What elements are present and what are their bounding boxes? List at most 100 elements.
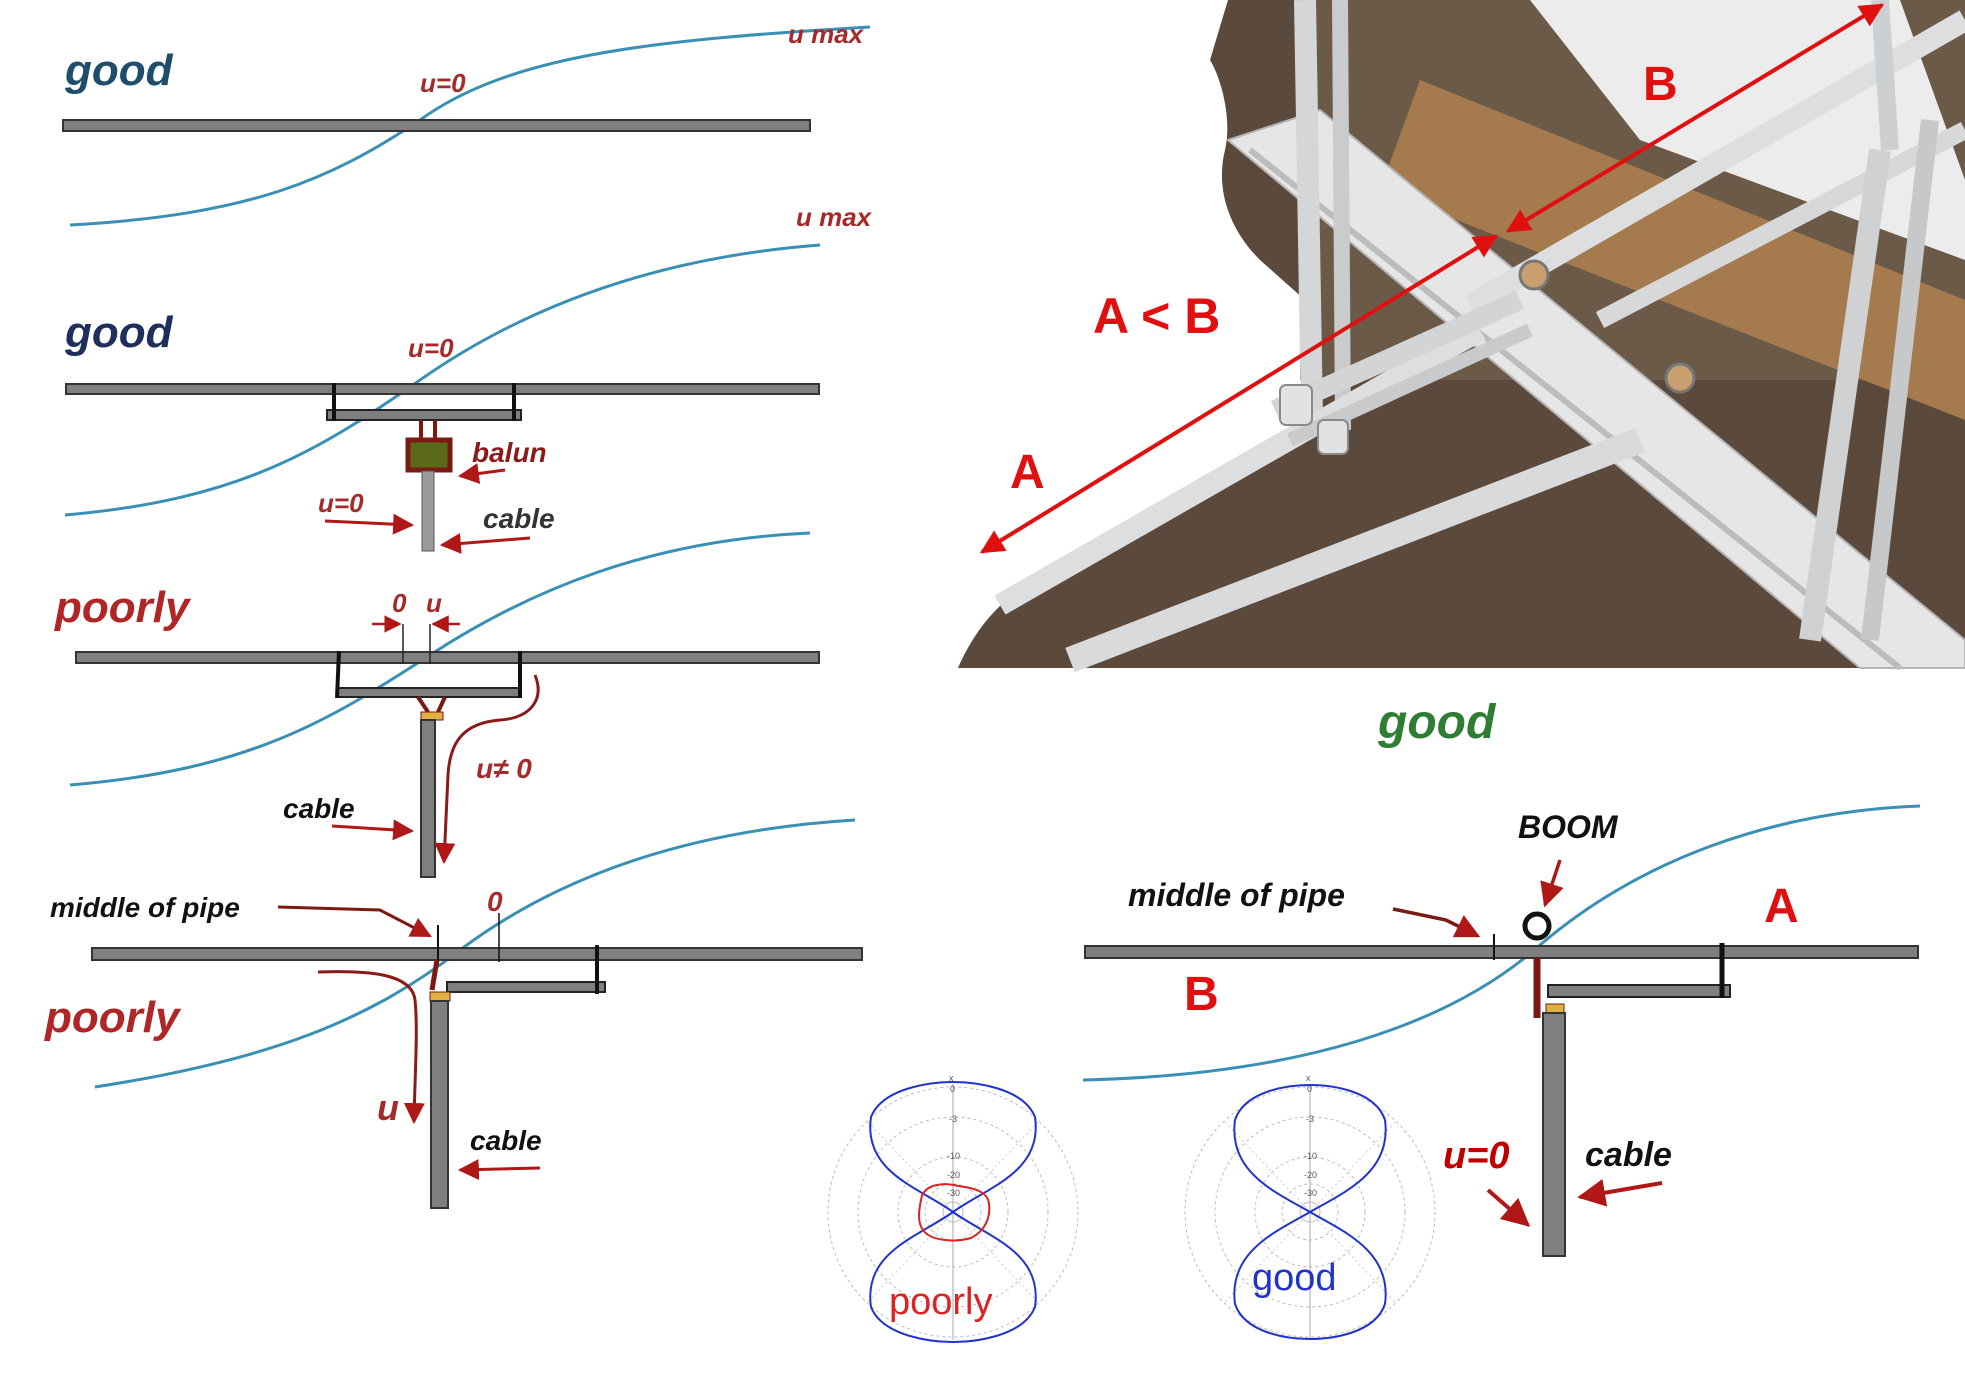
cable-arrow <box>1577 1178 1663 1207</box>
middle-arrow <box>1392 907 1481 938</box>
cable-arrow <box>457 1159 541 1181</box>
gamma-rod <box>446 981 606 993</box>
tick-30: -30 <box>947 1188 960 1198</box>
voltage-curve <box>1082 804 1921 1082</box>
cable-label: cable <box>483 503 555 534</box>
middle-of-pipe-label: middle of pipe <box>50 892 240 923</box>
u-ne-zero-label: u≠ 0 <box>476 753 532 784</box>
gamma-rod <box>326 409 522 421</box>
zero-label: 0 <box>487 886 503 917</box>
middle-of-pipe-label: middle of pipe <box>1128 877 1345 913</box>
label-b: B <box>1184 968 1219 1021</box>
cable <box>430 1000 449 1209</box>
u-zero-label: u=0 <box>420 68 466 98</box>
connector <box>1545 1003 1565 1014</box>
cable-label: cable <box>283 793 355 824</box>
middle-arrow <box>277 905 432 938</box>
tick-x: x <box>949 1073 954 1083</box>
boom-label: BOOM <box>1518 809 1619 845</box>
panel-4-poorly: poorly middle of pipe 0 u cable <box>44 818 863 1209</box>
tick-x: x <box>1306 1073 1311 1083</box>
feed-strap <box>429 959 440 991</box>
feed-connector-2 <box>1664 362 1696 394</box>
label-b: B <box>1643 58 1678 111</box>
u-max-label: u max <box>796 202 873 232</box>
connector <box>429 991 451 1002</box>
boom-arrow <box>1540 859 1564 908</box>
label-a: A <box>1764 880 1799 933</box>
u-max-label: u max <box>788 19 865 49</box>
zero-label: 0 <box>392 588 407 618</box>
cable-label: cable <box>1585 1136 1672 1174</box>
polar-axis <box>1224 1121 1396 1303</box>
right-mast-2 <box>1861 118 1939 642</box>
strap-left <box>335 650 341 699</box>
cable-arrow <box>439 533 531 554</box>
u-zero-arrow <box>324 513 415 535</box>
dipole-pipe <box>65 383 820 395</box>
tick-20: -20 <box>1304 1170 1317 1180</box>
balun-label: balun <box>472 437 547 468</box>
u-zero-label: u=0 <box>1443 1135 1510 1177</box>
u-zero-cable-label: u=0 <box>318 488 364 518</box>
tick-3: -3 <box>1306 1114 1314 1124</box>
pattern-lobes <box>869 1080 1037 1344</box>
mast-2 <box>1332 0 1351 431</box>
verdict-label: good <box>64 46 174 95</box>
dimension-b-arrow <box>1505 3 1885 233</box>
dipole-pipe <box>91 947 863 961</box>
dipole-pipe <box>1084 945 1919 959</box>
u-label: u <box>426 588 442 618</box>
current-path <box>317 970 425 1125</box>
polar-pattern-good: x 0 -3 -10 -20 -30 good <box>1184 1073 1436 1341</box>
verdict-label: poorly <box>54 583 192 632</box>
feed-connector <box>1518 259 1550 291</box>
label-a-less-than-b: A < B <box>1093 288 1220 344</box>
pattern-label: poorly <box>889 1281 993 1323</box>
clamp-2 <box>1317 419 1349 455</box>
polar-axis <box>867 1121 1039 1303</box>
pattern-null-fill <box>918 1183 991 1242</box>
dipole-pipe <box>75 651 820 664</box>
gamma-rod <box>1547 984 1731 998</box>
u-zero-label: u=0 <box>408 333 454 363</box>
antenna-photo: A B A < B <box>958 0 1965 673</box>
verdict-label: good <box>64 308 174 357</box>
dimension-a-arrow <box>979 234 1499 554</box>
verdict-label: good <box>1377 696 1497 749</box>
gamma-rod <box>336 687 522 698</box>
polar-pattern-poorly: x 0 -3 -10 -20 -30 poorly <box>827 1073 1079 1344</box>
polar-axis <box>1224 1121 1396 1303</box>
tick-10: -10 <box>1304 1151 1317 1161</box>
cable-arrow <box>331 819 415 841</box>
label-a: A <box>1010 446 1045 499</box>
clamp <box>1279 384 1313 426</box>
tick-3: -3 <box>949 1114 957 1124</box>
u-zero-arrow <box>1486 1188 1531 1227</box>
u-label: u <box>377 1087 399 1128</box>
polar-axis <box>867 1121 1039 1303</box>
panel-3-poorly: poorly 0 u u≠ 0 cable <box>54 531 820 878</box>
cable <box>1542 1012 1566 1257</box>
panel-2-good: good u max u=0 balun u=0 cable <box>64 202 873 554</box>
pattern-lobes <box>1233 1083 1387 1341</box>
cable <box>420 719 436 878</box>
connector <box>420 711 444 721</box>
feed-wires <box>416 695 447 714</box>
tick-10: -10 <box>947 1151 960 1161</box>
balun-arrow <box>457 463 506 484</box>
tick-30: -30 <box>1304 1188 1317 1198</box>
balun-box <box>405 437 453 473</box>
panel-1-good: good u max u=0 <box>62 19 871 227</box>
pattern-label: good <box>1252 1257 1337 1299</box>
right-mast-3 <box>1871 0 1899 151</box>
mast-1 <box>1294 0 1323 421</box>
dipole-pipe <box>62 119 811 132</box>
boom-circle <box>1522 911 1552 941</box>
cable-label: cable <box>470 1125 542 1156</box>
cable <box>421 470 435 552</box>
current-path <box>434 674 540 865</box>
panel-5-good: good BOOM middle of pipe A B u=0 cable <box>1082 696 1921 1257</box>
tick-0: 0 <box>950 1084 955 1094</box>
